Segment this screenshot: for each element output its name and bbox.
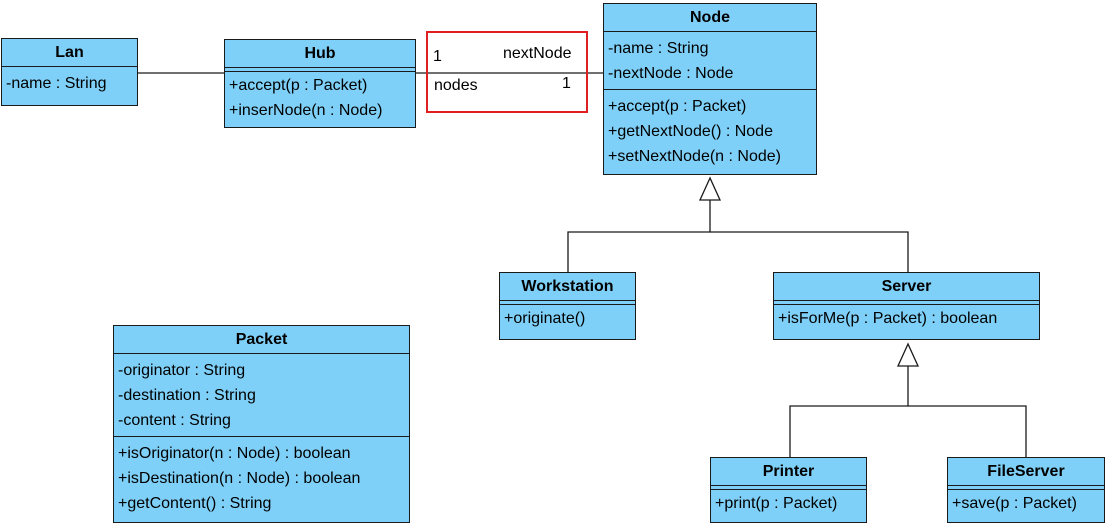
- association-highlight-box: [426, 31, 588, 113]
- class-server[interactable]: Server +isForMe(p : Packet) : boolean: [773, 272, 1040, 340]
- operation: +isOriginator(n : Node) : boolean: [118, 445, 351, 462]
- server-generalization-arrowhead: [896, 342, 920, 367]
- class-packet-attributes: -originator : String -destination : Stri…: [114, 354, 409, 437]
- operation: +isForMe(p : Packet) : boolean: [778, 310, 998, 327]
- server-generalization-line: [710, 231, 909, 272]
- class-lan-attributes: -name : String: [2, 67, 137, 99]
- workstation-generalization-line: [567, 200, 711, 272]
- operation: +inserNode(n : Node): [229, 102, 383, 119]
- operation: +accept(p : Packet): [608, 98, 747, 115]
- hub-end-role-label: nextNode: [503, 45, 572, 62]
- operation: +originate(): [504, 310, 586, 327]
- class-fileserver[interactable]: FileServer +save(p : Packet): [947, 457, 1105, 523]
- operation: +setNextNode(n : Node): [608, 148, 781, 165]
- attribute: -name : String: [6, 75, 107, 92]
- operation: +getNextNode() : Node: [608, 123, 773, 140]
- hub-end-multiplicity: 1: [433, 48, 442, 65]
- class-fileserver-operations: +save(p : Packet): [948, 490, 1104, 519]
- class-lan[interactable]: Lan -name : String: [1, 38, 138, 106]
- fileserver-generalization-line: [908, 405, 1027, 457]
- class-server-attributes: [774, 301, 1039, 305]
- class-hub-name: Hub: [225, 40, 415, 68]
- class-lan-name: Lan: [2, 39, 137, 67]
- operation: +save(p : Packet): [952, 495, 1077, 512]
- attribute: -name : String: [608, 40, 709, 57]
- attribute: -destination : String: [118, 387, 256, 404]
- operation: +isDestination(n : Node) : boolean: [118, 470, 361, 487]
- node-end-multiplicity: 1: [562, 75, 571, 92]
- class-node[interactable]: Node -name : String -nextNode : Node +ac…: [603, 3, 817, 175]
- attribute: -content : String: [118, 412, 231, 429]
- operation: +accept(p : Packet): [229, 77, 368, 94]
- node-generalization-arrowhead: [698, 176, 722, 201]
- class-printer-attributes: [711, 486, 866, 490]
- class-printer-operations: +print(p : Packet): [711, 490, 866, 519]
- class-packet-operations: +isOriginator(n : Node) : boolean +isDes…: [114, 437, 409, 519]
- class-workstation-operations: +originate(): [500, 305, 635, 334]
- class-hub-operations: +accept(p : Packet) +inserNode(n : Node): [225, 72, 415, 126]
- operation: +getContent() : String: [118, 495, 272, 512]
- attribute: -originator : String: [118, 362, 246, 379]
- class-node-operations: +accept(p : Packet) +getNextNode() : Nod…: [604, 90, 816, 172]
- class-printer[interactable]: Printer +print(p : Packet): [710, 457, 867, 523]
- class-node-attributes: -name : String -nextNode : Node: [604, 32, 816, 90]
- class-server-operations: +isForMe(p : Packet) : boolean: [774, 305, 1039, 334]
- class-fileserver-attributes: [948, 486, 1104, 490]
- class-printer-name: Printer: [711, 458, 866, 486]
- class-hub-attributes: [225, 68, 415, 72]
- node-end-role-label: nodes: [434, 77, 478, 94]
- printer-generalization-line: [789, 366, 909, 457]
- class-server-name: Server: [774, 273, 1039, 301]
- class-node-name: Node: [604, 4, 816, 32]
- class-packet-name: Packet: [114, 326, 409, 354]
- class-packet[interactable]: Packet -originator : String -destination…: [113, 325, 410, 523]
- class-fileserver-name: FileServer: [948, 458, 1104, 486]
- class-workstation-name: Workstation: [500, 273, 635, 301]
- attribute: -nextNode : Node: [608, 65, 734, 82]
- class-hub[interactable]: Hub +accept(p : Packet) +inserNode(n : N…: [224, 39, 416, 128]
- class-workstation-attributes: [500, 301, 635, 305]
- class-workstation[interactable]: Workstation +originate(): [499, 272, 636, 340]
- operation: +print(p : Packet): [715, 495, 838, 512]
